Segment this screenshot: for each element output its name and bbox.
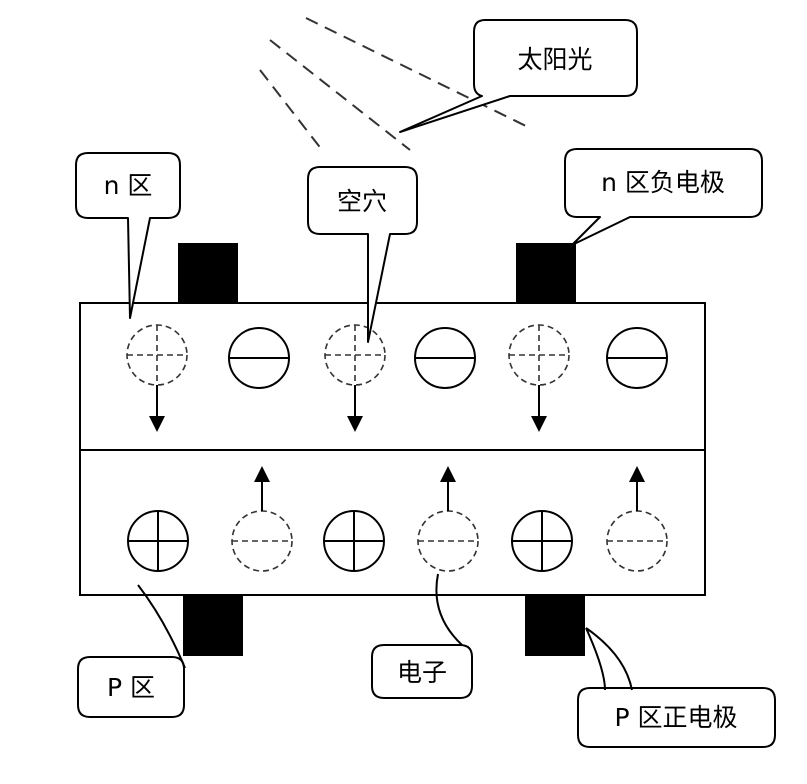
negative-ion bbox=[228, 327, 290, 389]
label-electron: 电子 bbox=[397, 658, 447, 687]
electrons-p-region bbox=[231, 466, 668, 572]
label-p-positive-electrode: P 区正电极 bbox=[614, 703, 737, 732]
leader-electron bbox=[435, 573, 463, 646]
negative-ions bbox=[228, 327, 668, 389]
label-n-region: n 区 bbox=[104, 171, 153, 200]
sunlight-rays bbox=[259, 17, 531, 151]
label-sunlight: 太阳光 bbox=[517, 45, 592, 74]
negative-ion bbox=[414, 327, 476, 389]
p-region-electrode-left bbox=[183, 595, 243, 656]
positive-ion bbox=[323, 510, 385, 572]
callout-n-negative-electrode bbox=[564, 148, 763, 246]
callout-electron bbox=[371, 644, 473, 699]
electron-particle bbox=[417, 466, 479, 572]
electrodes bbox=[178, 243, 585, 656]
label-n-negative-electrode: n 区负电极 bbox=[601, 168, 725, 197]
sunlight-ray bbox=[269, 39, 411, 151]
positive-ion bbox=[127, 510, 189, 572]
sunlight-ray bbox=[259, 69, 323, 151]
negative-ion bbox=[606, 327, 668, 389]
positive-ion bbox=[511, 510, 573, 572]
n-region-negative-electrode bbox=[516, 243, 576, 303]
n-region-layer bbox=[79, 302, 706, 451]
p-region-layer bbox=[79, 449, 706, 596]
positive-ions bbox=[127, 510, 573, 572]
n-region-electrode-left bbox=[178, 243, 238, 303]
p-region-positive-electrode bbox=[525, 595, 585, 656]
label-hole: 空穴 bbox=[337, 187, 387, 216]
leader-p-positive-electrode bbox=[585, 627, 633, 691]
holes-n-region bbox=[126, 324, 570, 432]
callout-p-positive-electrode bbox=[577, 687, 776, 748]
leader-p-region bbox=[137, 584, 186, 669]
hole-particle bbox=[508, 324, 570, 432]
hole-particle bbox=[126, 324, 188, 432]
label-p-region: P 区 bbox=[107, 673, 155, 702]
callout-n-region bbox=[75, 152, 181, 319]
electron-particle bbox=[231, 466, 293, 572]
callout-hole bbox=[307, 166, 418, 343]
hole-particle bbox=[324, 324, 386, 432]
callout-sunlight bbox=[399, 19, 638, 133]
electron-particle bbox=[606, 466, 668, 572]
